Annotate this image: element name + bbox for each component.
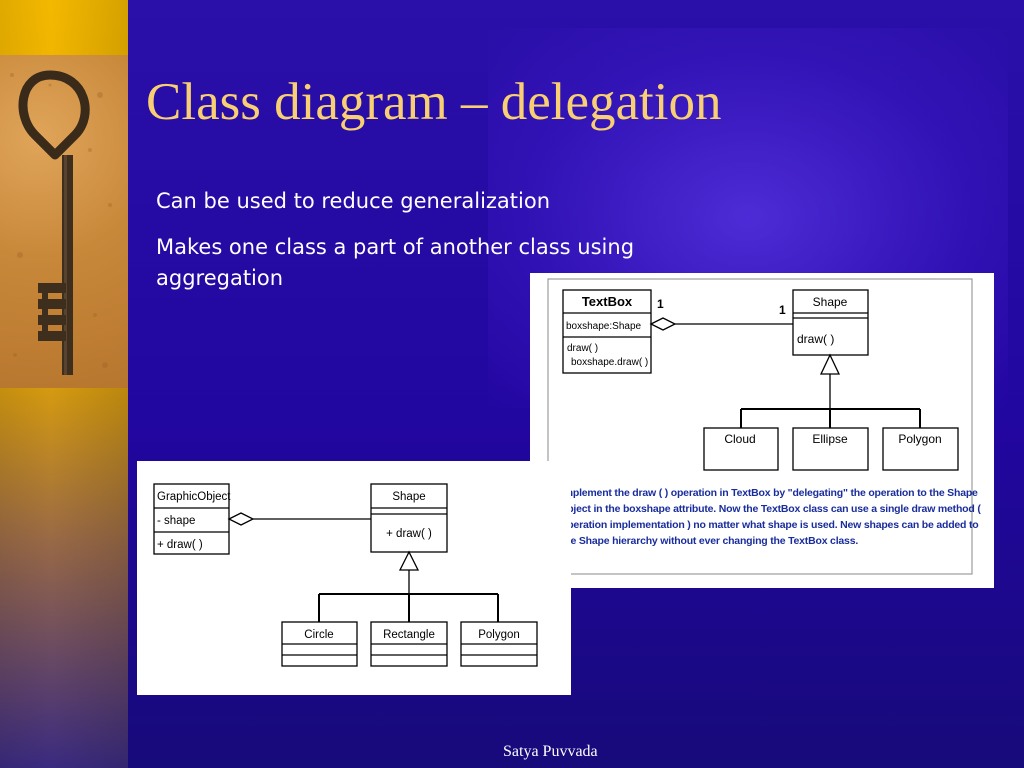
diagram-panel-right: TextBox boxshape:Shape draw( ) boxshape.… xyxy=(530,273,994,588)
subclass-cloud: Cloud xyxy=(703,427,779,471)
class-shape: Shape + draw( ) xyxy=(370,483,448,553)
subclass-polygon: Polygon xyxy=(882,427,959,471)
subclass-ellipse: Ellipse xyxy=(792,427,869,471)
shape-op: draw( ) xyxy=(797,332,834,346)
class-graphicobject: GraphicObject - shape + draw( ) xyxy=(153,483,231,555)
svg-text:Rectangle: Rectangle xyxy=(383,629,435,641)
generalization-hierarchy xyxy=(740,353,921,428)
delegation-diagram-textbox: TextBox boxshape:Shape draw( ) boxshape.… xyxy=(547,278,973,575)
graphicobject-attribute: - shape xyxy=(157,515,195,527)
textbox-op-1: draw( ) xyxy=(567,343,598,354)
bullet-1: Can be used to reduce generalization xyxy=(156,189,551,213)
graphicobject-name: GraphicObject xyxy=(157,491,231,503)
svg-text:Ellipse: Ellipse xyxy=(812,432,848,446)
footer-author: Satya Puvvada xyxy=(503,743,598,760)
textbox-name: TextBox xyxy=(582,294,633,309)
subclass-rectangle: Rectangle xyxy=(370,621,448,667)
textbox-op-2: boxshape.draw( ) xyxy=(571,357,648,368)
class-textbox: TextBox boxshape:Shape draw( ) boxshape.… xyxy=(562,289,652,374)
bullet-2: Makes one class a part of another class … xyxy=(156,235,635,290)
shape-name: Shape xyxy=(813,295,848,309)
generalization-hierarchy xyxy=(318,550,499,622)
multiplicity-right: 1 xyxy=(779,303,786,317)
slide-title: Class diagram – delegation xyxy=(146,73,722,131)
svg-text:Cloud: Cloud xyxy=(724,432,755,446)
multiplicity-left: 1 xyxy=(657,297,664,311)
svg-text:Circle: Circle xyxy=(304,629,333,641)
aggregation-association xyxy=(227,512,371,526)
subclass-polygon: Polygon xyxy=(460,621,538,667)
subclass-circle: Circle xyxy=(281,621,358,667)
shape-op: + draw( ) xyxy=(386,528,432,540)
class-shape: Shape draw( ) xyxy=(792,289,869,356)
textbox-attribute: boxshape:Shape xyxy=(566,321,642,332)
delegation-diagram-graphicobject: GraphicObject - shape + draw( ) Shape + … xyxy=(153,483,538,667)
key-icon xyxy=(10,70,112,375)
svg-text:Polygon: Polygon xyxy=(898,432,941,446)
svg-text:Polygon: Polygon xyxy=(478,629,520,641)
diagram-description: Implement the draw ( ) operation in Text… xyxy=(561,487,981,547)
diagram-panel-left: GraphicObject - shape + draw( ) Shape + … xyxy=(137,461,571,695)
key-image xyxy=(0,55,128,388)
shape-name: Shape xyxy=(392,491,425,503)
graphicobject-op: + draw( ) xyxy=(157,539,203,551)
aggregation-association xyxy=(649,317,793,331)
